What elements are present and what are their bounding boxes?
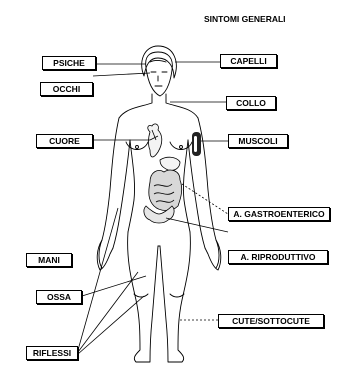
label-riflessi: RIFLESSI [26,346,78,360]
stomach-organ [160,157,180,170]
line-gastro [182,184,228,214]
diagram-title: SINTOMI GENERALI [204,14,286,24]
line-occhi [93,73,150,76]
label-cute: CUTE/SOTTOCUTE [218,314,324,328]
label-psiche: PSICHE [42,56,96,70]
intestine-organ [149,170,182,210]
left-arm [99,118,130,268]
right-hand [205,240,221,270]
label-mani: MANI [26,253,72,267]
label-capelli: CAPELLI [220,54,277,68]
heart-organ [148,124,162,157]
label-muscoli: MUSCOLI [228,134,288,148]
head-outline [146,52,173,96]
line-riproduttivo [166,218,228,232]
label-occhi: OCCHI [40,82,93,96]
line-riflessi-3 [78,296,144,354]
line-riflessi-1 [78,208,118,350]
line-riflessi-2 [78,272,138,352]
label-gastroenterico: A. GASTROENTERICO [228,207,330,221]
label-collo: COLLO [226,96,276,110]
line-ossa [82,276,146,296]
label-cuore: CUORE [36,134,93,148]
neck-outline [119,94,198,118]
label-riproduttivo: A. RIPRODUTTIVO [228,250,328,264]
label-ossa: OSSA [36,290,82,304]
